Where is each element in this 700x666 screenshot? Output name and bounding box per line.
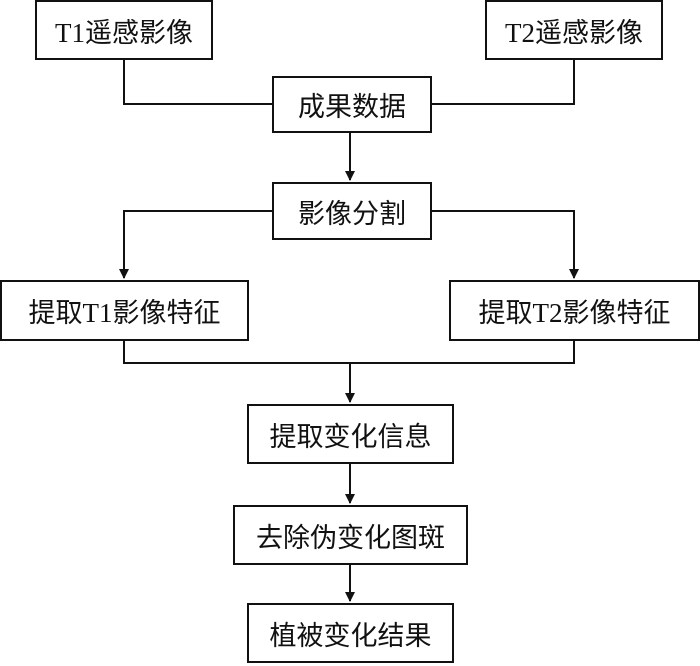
- node-segmentation: 影像分割: [272, 182, 432, 240]
- node-t1-image: T1遥感影像: [35, 0, 213, 60]
- arrow-segmentation-to-t1-features: [119, 210, 272, 279]
- arrow-segmentation-to-t2-features: [432, 210, 579, 279]
- connector-features-merge: [123, 341, 575, 364]
- node-remove-false-patches: 去除伪变化图斑: [233, 505, 468, 565]
- node-change-info: 提取变化信息: [247, 404, 454, 464]
- node-t2-features: 提取T2影像特征: [449, 280, 700, 341]
- node-t1-features: 提取T1影像特征: [0, 280, 249, 341]
- connector-t1-to-result: [123, 60, 272, 105]
- node-result-data: 成果数据: [272, 76, 432, 133]
- node-vegetation-change-result: 植被变化结果: [247, 603, 454, 663]
- node-t2-image: T2遥感影像: [485, 0, 663, 60]
- connector-t2-to-result: [432, 60, 575, 105]
